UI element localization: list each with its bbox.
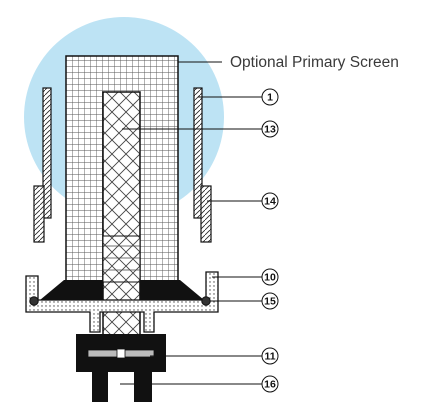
callout-circle-10 [261, 268, 279, 286]
seal-base [40, 280, 103, 300]
callout-circle-14 [261, 192, 279, 210]
callout-16: 16 [264, 379, 276, 391]
callout-circle-11 [261, 347, 279, 365]
left-guide-tube [42, 87, 52, 219]
flow-plate-center [116, 348, 126, 359]
right-guide-tube [193, 87, 203, 219]
callout-1: 1 [267, 92, 273, 104]
left-housing-wall [33, 185, 45, 243]
callout-circle-13 [261, 120, 279, 138]
callout-15: 15 [264, 296, 276, 308]
outlet-bore [108, 372, 134, 404]
callout-13: 13 [264, 124, 276, 136]
leader-lines [120, 61, 262, 385]
primary-screen-label: Optional Primary Screen [230, 54, 399, 71]
seal-base-right [140, 280, 204, 300]
right-housing-wall [200, 185, 212, 243]
left-o-ring [29, 296, 39, 306]
callout-14: 14 [264, 196, 276, 208]
callout-circle-1 [261, 88, 279, 106]
callout-10: 10 [264, 272, 276, 284]
callout-circle-15 [261, 292, 279, 310]
inner-core-dense-section [102, 235, 141, 283]
right-o-ring [201, 296, 211, 306]
callout-11: 11 [264, 351, 275, 363]
callout-circle-16 [261, 375, 279, 393]
